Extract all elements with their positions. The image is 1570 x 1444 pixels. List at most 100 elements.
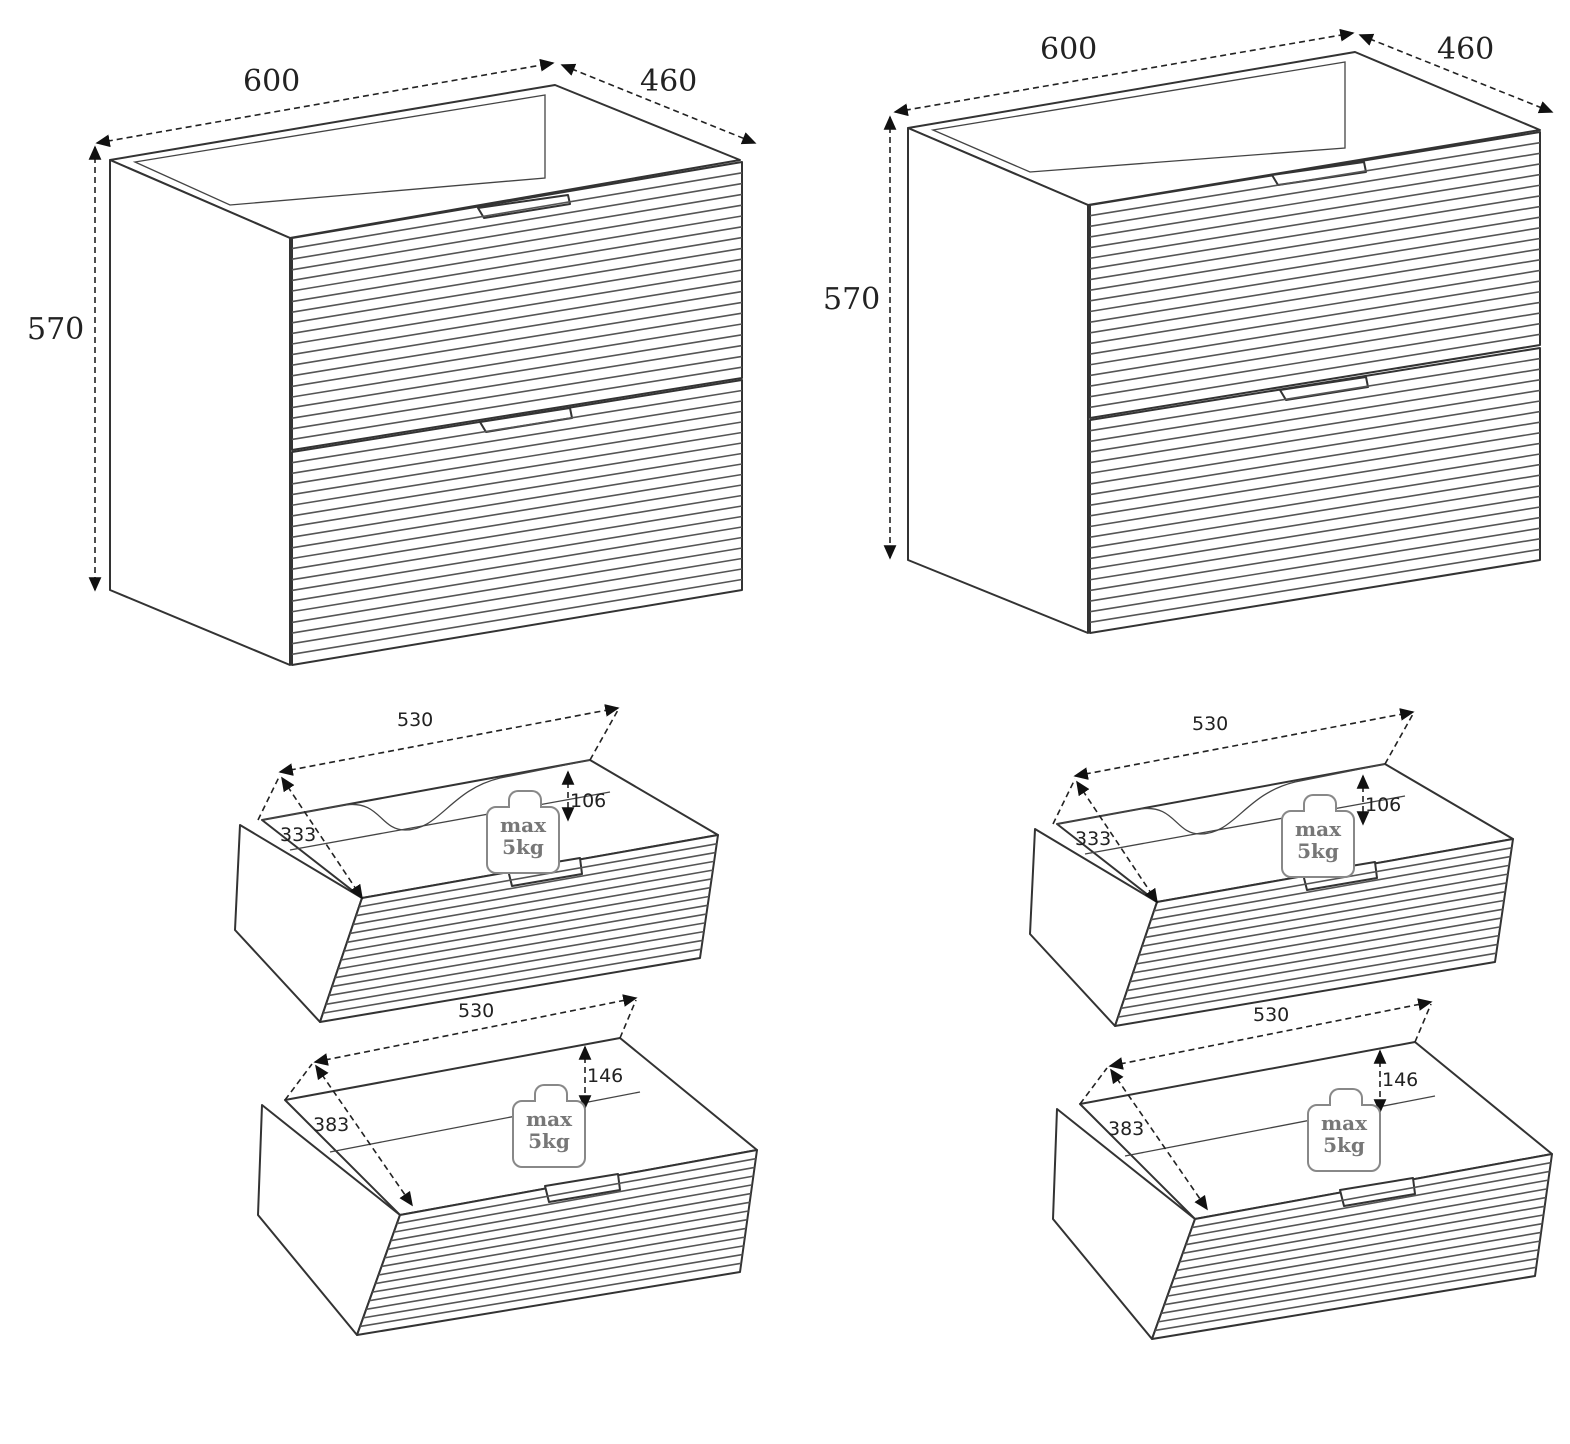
rib-line [363,1253,743,1319]
rib-line [291,301,743,377]
rib-line [322,948,702,1014]
rib-line [343,886,711,952]
rib-line [1150,855,1511,921]
rib-line [291,442,743,517]
rib-line [1089,195,1541,270]
rib-line [1154,1266,1537,1332]
drawer-handle [1271,161,1367,186]
rib-line [291,505,743,581]
rib-line [1089,527,1541,602]
cabinet-right-height: 570 [823,282,881,317]
rib-line [291,410,743,485]
rib-line [1089,442,1541,517]
rib-line [291,515,743,592]
rib-line [291,258,743,335]
rib-line [1089,312,1541,387]
width-dimension-line [893,28,1355,117]
rib-line [1089,173,1541,249]
rib-line [1089,301,1541,377]
rib-line [291,473,743,549]
rib-line [291,355,743,430]
rib-line [291,204,743,282]
rib-line [1126,926,1501,992]
drawer-handle [477,194,571,219]
drawer-handle [1279,376,1369,401]
rib-line [1089,227,1541,302]
rib-line [369,1236,745,1302]
rib-line [337,904,708,970]
rib-line [1089,400,1541,475]
rib-line [1089,269,1541,345]
rib-line [1089,410,1541,485]
cabinet-left-height: 570 [27,312,85,347]
rib-line [1089,421,1541,496]
rib-line [1123,934,1499,1001]
rib-line [1132,908,1503,974]
rib-line [1173,1214,1544,1280]
rib-line [291,193,743,271]
drawer-height: 106 [1365,794,1402,816]
drawer-width: 530 [458,1000,495,1022]
rib-line [1089,474,1541,549]
rib-line [1089,237,1541,313]
rib-line [291,247,743,324]
rib-line [291,334,743,409]
rib-line [1135,899,1505,965]
rib-line [349,869,713,935]
drawer-width: 530 [1253,1004,1290,1026]
rib-line [366,1245,744,1311]
rib-line [1089,184,1541,260]
rib-line [355,851,716,917]
rib-line [1170,1222,1543,1289]
rib-line [372,1227,747,1293]
drawer-height: 146 [1382,1069,1419,1091]
rib-line [381,1201,750,1268]
rib-line [291,452,743,528]
rib-line [1089,163,1541,238]
rib-line [1089,495,1541,570]
rib-line [1089,432,1541,506]
drawer-depth: 333 [1075,828,1112,850]
rib-line [1089,485,1541,560]
rib-line [1089,333,1541,409]
rib-line [1089,152,1541,228]
depth-dimension-line [560,63,757,145]
rib-line [1089,322,1541,398]
rib-line [291,182,743,260]
drawer-depth: 383 [1108,1118,1145,1140]
rib-line [1089,290,1541,366]
rib-line [378,1210,749,1276]
drawer-front-panel [356,1149,758,1336]
rib-line [1117,952,1497,1018]
rib-line [387,1184,753,1251]
depth-dimension-line [1358,33,1554,114]
rib-line [1176,1205,1545,1272]
cabinet-right-width: 600 [1040,32,1098,67]
rib-line [1089,248,1541,323]
cabinet-right-depth: 460 [1437,32,1495,67]
rib-line [291,568,743,645]
rib-line [291,172,743,250]
drawer-back-cutout [261,759,591,831]
rib-line [1147,864,1510,930]
rib-line [291,494,743,570]
rib-line [328,930,704,997]
rib-line [1089,357,1541,432]
rib-line [1120,943,1498,1010]
rib-line [1089,389,1541,464]
drawer-depth: 333 [280,824,317,846]
rib-lines [291,141,1551,1332]
rib-line [325,939,703,1006]
rib-line [1089,216,1541,291]
rib-line [291,344,743,419]
rib-line [291,431,743,507]
rib-line [1089,280,1541,355]
cabinet-left-depth: 460 [640,64,698,99]
rib-line [1164,1240,1540,1306]
drawer-depth: 383 [313,1114,350,1136]
rib-line [291,421,743,496]
rib-line [291,280,743,356]
